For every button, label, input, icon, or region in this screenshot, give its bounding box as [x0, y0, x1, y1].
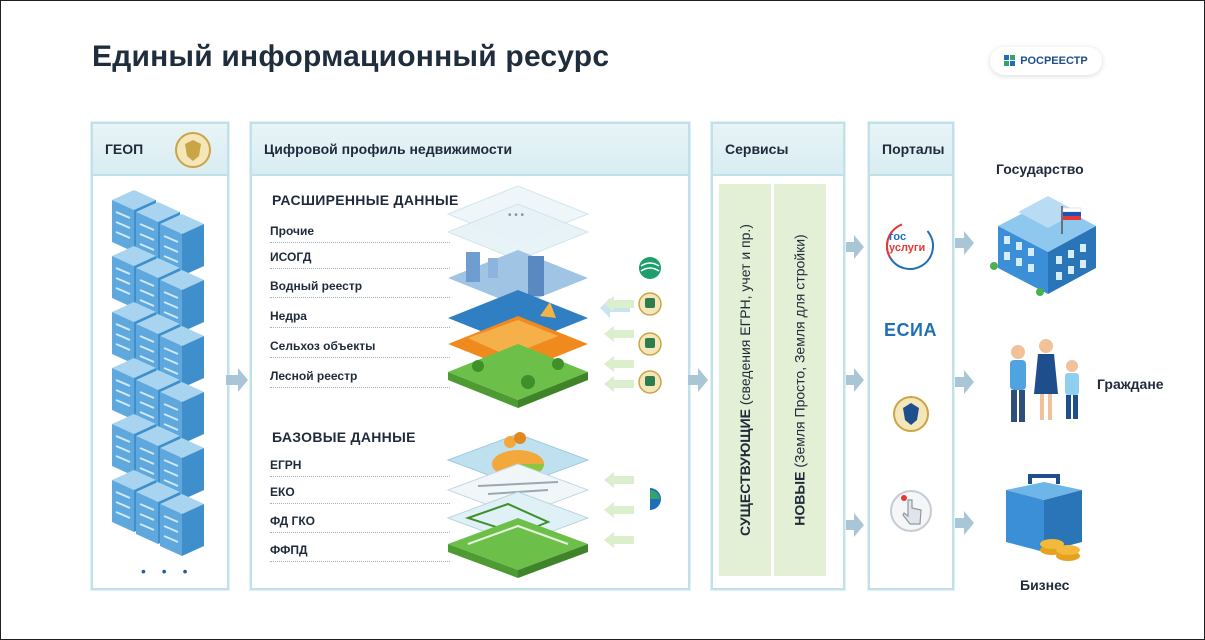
- portals-label: Порталы: [882, 141, 945, 157]
- touch-hand-icon: [890, 490, 932, 532]
- esia-label: ЕСИА: [884, 320, 937, 340]
- portals-header: Порталы: [870, 124, 952, 176]
- government-building-icon: [990, 196, 1096, 296]
- geop-label: ГЕОП: [105, 141, 144, 157]
- gosuslugi-icon: [886, 221, 934, 270]
- extended-data-title: РАСШИРЕННЫЕ ДАННЫЕ: [272, 192, 459, 208]
- base-item-fd-gko: ФД ГКО: [270, 514, 450, 533]
- actor-citizens-label: Граждане: [1097, 376, 1164, 392]
- extended-item-agri: Сельхоз объекты: [270, 339, 450, 358]
- profile-label: Цифровой профиль недвижимости: [264, 141, 513, 157]
- extended-layers-illustration: [446, 185, 590, 408]
- services-new: НОВЫЕ (Земля Просто, Земля для стройки): [774, 184, 826, 576]
- servers-icon: [111, 190, 205, 557]
- extended-item-subsoil: Недра: [270, 309, 450, 328]
- extended-item-forest: Лесной реестр: [270, 369, 450, 388]
- base-item-ffpd: ФФПД: [270, 543, 450, 562]
- briefcase-icon: [1006, 474, 1082, 561]
- existing-label: СУЩЕСТВУЮЩИЕ: [737, 409, 753, 536]
- slide-title: Единый информационный ресурс: [92, 40, 610, 73]
- coat-of-arms-icon: [893, 396, 929, 432]
- extended-item-isogd: ИСОГД: [270, 250, 450, 269]
- services-label: Сервисы: [725, 141, 789, 157]
- base-item-eko: ЕКО: [270, 485, 450, 504]
- gosuslugi-bottom: услуги: [889, 242, 926, 254]
- extended-item-other: Прочие: [270, 224, 450, 243]
- services-existing: СУЩЕСТВУЮЩИЕ (сведения ЕГРН, учет и пр.): [719, 184, 771, 576]
- rosreestr-logo-icon: [1004, 55, 1016, 66]
- new-note: (Земля Просто, Земля для стройки): [792, 234, 808, 468]
- base-layers-illustration: [446, 432, 590, 578]
- services-header: Сервисы: [713, 124, 843, 176]
- logo-text: РОСРЕЕСТР: [1020, 55, 1088, 67]
- gosuslugi-label: гос услуги: [889, 232, 933, 254]
- profile-header: Цифровой профиль недвижимости: [252, 124, 688, 176]
- layer-more: • • •: [508, 210, 525, 221]
- geop-more: • • •: [141, 563, 194, 579]
- base-data-title: БАЗОВЫЕ ДАННЫЕ: [272, 429, 416, 445]
- citizens-people-icon: [1010, 339, 1079, 422]
- new-label: НОВЫЕ: [792, 471, 808, 526]
- coat-of-arms-icon: [175, 132, 211, 168]
- base-item-egrn: ЕГРН: [270, 458, 450, 477]
- actor-state-label: Государство: [996, 161, 1084, 177]
- rosreestr-logo: РОСРЕЕСТР: [990, 47, 1102, 75]
- actor-business-label: Бизнес: [1020, 577, 1070, 593]
- gosuslugi-top: гос: [889, 231, 907, 243]
- geop-header: ГЕОП: [93, 124, 227, 176]
- existing-note: (сведения ЕГРН, учет и пр.): [737, 224, 753, 406]
- extended-item-water: Водный реестр: [270, 279, 450, 298]
- sources-column: [600, 257, 662, 548]
